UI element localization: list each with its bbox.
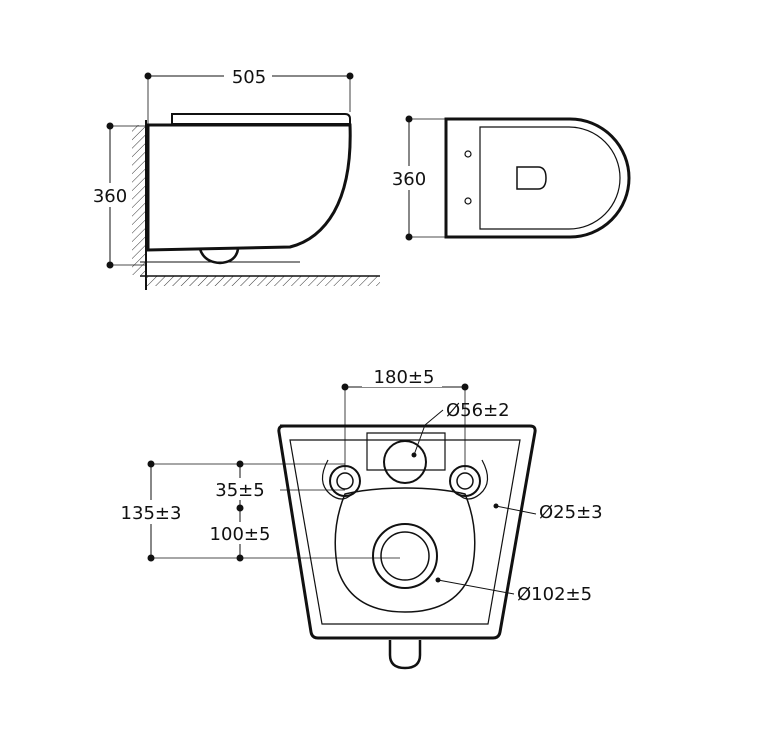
outlet-height-label: 135±3 [121, 503, 182, 524]
seat-lid-outline [171, 113, 351, 125]
top-view-outlet [516, 166, 547, 190]
inner-cavity [334, 487, 476, 613]
inlet-spacing-label: 180±5 [374, 367, 435, 388]
side-view: 505 360 [88, 64, 380, 290]
fixing-hole-leader [495, 505, 537, 515]
fixing-dot-bottom [236, 554, 244, 562]
waste-outlet-inner [380, 531, 430, 581]
height-dot-bottom [106, 261, 114, 269]
top-view-inner [479, 126, 621, 230]
fixing-hole-leader-dot [493, 503, 499, 509]
seat-hole-top [464, 150, 472, 158]
outlet-height-dot-bottom [147, 554, 155, 562]
waste-outlet-outer [372, 523, 438, 589]
fixing-hole-label: Ø25±3 [539, 502, 603, 523]
fixing-offset-label: 35±5 [215, 480, 264, 501]
inlet-spacing-dot-left [341, 383, 349, 391]
side-height-label: 360 [93, 186, 127, 207]
outlet-height-dot-top [147, 460, 155, 468]
fixing-hole-right-inner [456, 472, 474, 490]
fixing-hole-left-inner [336, 472, 354, 490]
fixing-bracket-right [457, 459, 489, 500]
fixing-hole-left-outer [329, 465, 361, 497]
fixing-bracket-left [321, 459, 353, 500]
inlet-diameter-leader [413, 409, 444, 456]
bowl-side-outline [146, 123, 352, 252]
back-inner-outline [289, 439, 521, 625]
outlet-diameter-leader [437, 579, 515, 595]
width-dot-right [346, 72, 354, 80]
drain-tab [388, 640, 422, 670]
top-view-outer [444, 117, 631, 239]
width-dot-left [144, 72, 152, 80]
width-label: 505 [232, 67, 266, 88]
top-height-label: 360 [392, 169, 426, 190]
outlet-offset-label: 100±5 [210, 524, 271, 545]
fixing-hole-right-outer [449, 465, 481, 497]
top-height-dot-top [405, 115, 413, 123]
top-height-dot-bottom [405, 233, 413, 241]
fixing-dot-top [236, 460, 244, 468]
inlet-diameter-leader-dot [411, 452, 417, 458]
back-outer-outline [277, 424, 537, 640]
top-view: 360 [387, 115, 631, 241]
outlet-diameter-leader-dot [435, 577, 441, 583]
inlet-diameter-label: Ø56±2 [446, 400, 510, 421]
outlet-diameter-label: Ø102±5 [517, 584, 592, 605]
floor-hatch [146, 276, 380, 286]
wall-hatch [132, 125, 146, 275]
mounting-plate [366, 432, 446, 471]
back-view: 180±5 Ø56±2 135±3 35±5 100±5 Ø25±3 Ø102±… [110, 365, 603, 670]
seat-hole-bottom [464, 197, 472, 205]
inlet-spacing-dot-right [461, 383, 469, 391]
water-inlet [383, 440, 427, 484]
height-dot-top [106, 122, 114, 130]
drain-spigot [198, 248, 240, 265]
fixing-dot-middle [236, 504, 244, 512]
